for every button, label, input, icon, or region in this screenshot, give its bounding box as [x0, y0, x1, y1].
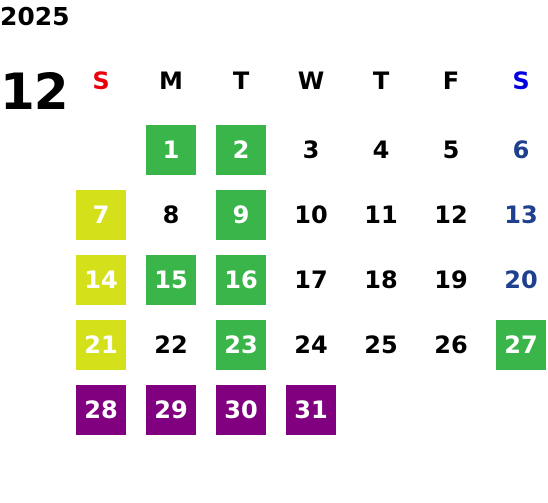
day-cell-10[interactable]: 10 [294, 201, 328, 229]
day-cell-29[interactable]: 29 [146, 385, 196, 435]
day-cell-19[interactable]: 19 [434, 266, 468, 294]
day-cell-14[interactable]: 14 [76, 255, 126, 305]
day-cell-2[interactable]: 2 [216, 125, 266, 175]
calendar-year: 2025 [0, 2, 70, 31]
day-cell-26[interactable]: 26 [434, 331, 468, 359]
day-cell-7[interactable]: 7 [76, 190, 126, 240]
day-cell-16[interactable]: 16 [216, 255, 266, 305]
weekday-wednesday: W [297, 67, 325, 95]
day-cell-25[interactable]: 25 [364, 331, 398, 359]
day-cell-20[interactable]: 20 [504, 266, 538, 294]
day-cell-1[interactable]: 1 [146, 125, 196, 175]
day-cell-24[interactable]: 24 [294, 331, 328, 359]
day-cell-27[interactable]: 27 [496, 320, 546, 370]
day-cell-31[interactable]: 31 [286, 385, 336, 435]
day-cell-22[interactable]: 22 [154, 331, 188, 359]
day-cell-21[interactable]: 21 [76, 320, 126, 370]
weekday-monday: M [159, 67, 183, 95]
weekday-friday: F [442, 67, 460, 95]
weekday-saturday: S [512, 67, 530, 95]
day-cell-23[interactable]: 23 [216, 320, 266, 370]
weekday-sunday: S [92, 67, 110, 95]
day-cell-4[interactable]: 4 [372, 136, 390, 164]
day-cell-17[interactable]: 17 [294, 266, 328, 294]
weekday-thursday: T [372, 67, 390, 95]
day-cell-11[interactable]: 11 [364, 201, 398, 229]
day-cell-30[interactable]: 30 [216, 385, 266, 435]
day-cell-28[interactable]: 28 [76, 385, 126, 435]
day-cell-12[interactable]: 12 [434, 201, 468, 229]
weekday-tuesday: T [232, 67, 250, 95]
day-cell-8[interactable]: 8 [162, 201, 180, 229]
day-cell-15[interactable]: 15 [146, 255, 196, 305]
day-cell-13[interactable]: 13 [504, 201, 538, 229]
day-cell-6[interactable]: 6 [512, 136, 530, 164]
day-cell-3[interactable]: 3 [302, 136, 320, 164]
calendar-month: 12 [0, 63, 69, 121]
day-cell-9[interactable]: 9 [216, 190, 266, 240]
day-cell-18[interactable]: 18 [364, 266, 398, 294]
day-cell-5[interactable]: 5 [442, 136, 460, 164]
